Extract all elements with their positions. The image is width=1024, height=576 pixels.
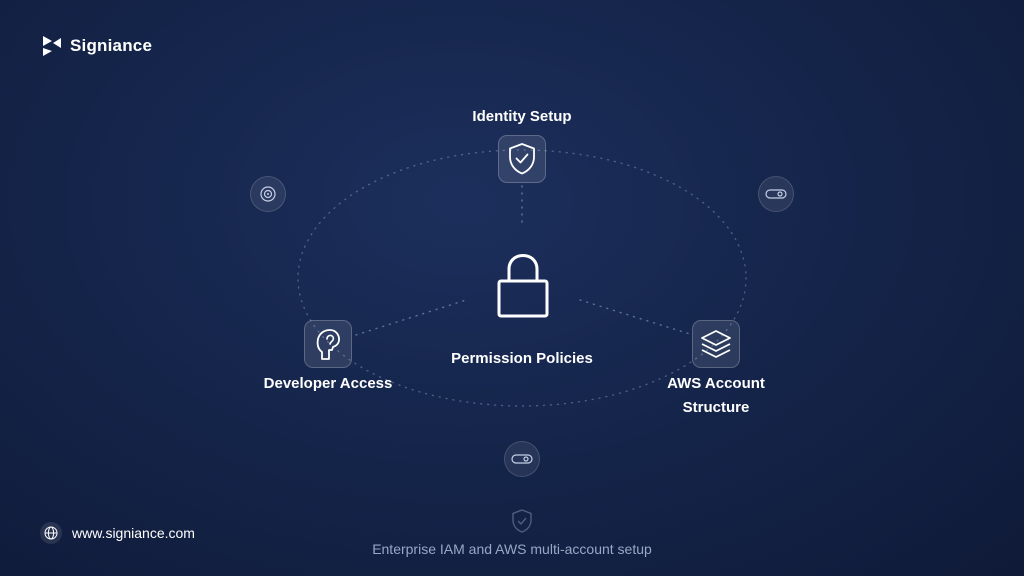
signiance-logo-icon: [43, 36, 61, 56]
aws-account-structure-node: [692, 320, 740, 368]
aws-account-label-line2: Structure: [682, 399, 750, 416]
globe-badge: [40, 522, 62, 544]
toggle-decoration-bottom: [504, 441, 540, 477]
brand-name: Signiance: [70, 36, 153, 55]
head-profile-icon: [316, 329, 340, 360]
toggle-icon: [511, 454, 533, 464]
toggle-icon: [765, 189, 787, 199]
permission-policies-label: Permission Policies: [451, 350, 593, 367]
developer-access-node: [304, 320, 352, 368]
identity-setup-node: [498, 135, 546, 183]
shield-check-icon: [509, 143, 535, 175]
target-icon: [260, 186, 276, 202]
globe-icon: [44, 526, 58, 540]
shield-check-icon: [512, 509, 532, 533]
lock-icon: [497, 253, 549, 318]
toggle-decoration-right: [758, 176, 794, 212]
brand-logo: Signiance: [40, 34, 152, 58]
aws-account-label-line1: AWS Account: [667, 375, 765, 392]
website-url[interactable]: www.signiance.com: [72, 525, 195, 541]
faded-shield-decoration: [510, 508, 534, 539]
tagline: Enterprise IAM and AWS multi-account set…: [372, 541, 652, 557]
permission-policies-node: [496, 252, 550, 325]
identity-setup-label: Identity Setup: [472, 108, 572, 125]
website-link[interactable]: www.signiance.com: [40, 522, 195, 544]
layers-icon: [701, 330, 731, 358]
developer-access-label: Developer Access: [263, 375, 393, 392]
target-decoration: [250, 176, 286, 212]
